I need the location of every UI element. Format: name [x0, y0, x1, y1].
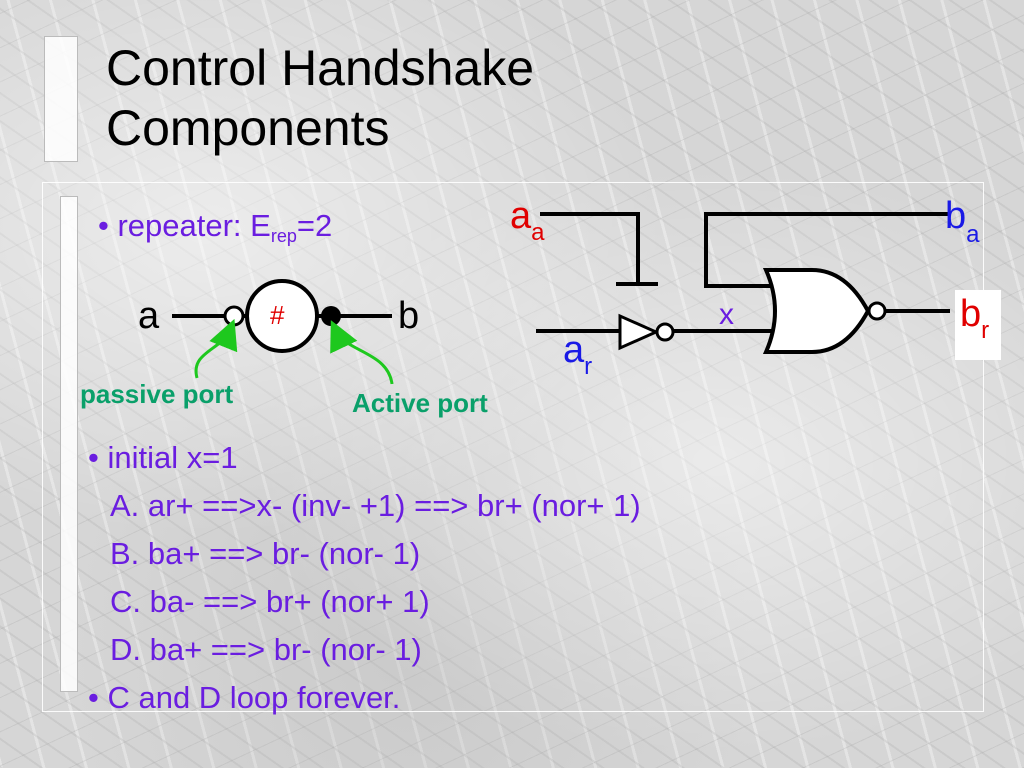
- ar-sub: r: [584, 353, 592, 380]
- ba-main: b: [945, 195, 966, 237]
- step-a: A. ar+ ==>x- (inv- +1) ==> br+ (nor+ 1): [110, 488, 641, 523]
- passive-port-label: passive port: [80, 379, 234, 409]
- aa-label: aa: [510, 195, 545, 246]
- repeater-suffix: =2: [296, 208, 333, 243]
- repeater-subscript: rep: [270, 226, 297, 246]
- br-main: b: [960, 293, 981, 335]
- repeater-symbol: a # b: [138, 279, 419, 353]
- nor-output-bubble: [867, 301, 887, 321]
- title-line-2: Components: [106, 100, 390, 156]
- nor-gate-body: [762, 268, 871, 354]
- active-port-arrow: [330, 320, 394, 385]
- passive-port-arrow: [194, 318, 238, 379]
- ba-label: ba: [945, 195, 980, 248]
- br-sub: r: [981, 317, 989, 344]
- handshake-circuit: [536, 212, 950, 354]
- inverter-triangle: [618, 313, 660, 351]
- content-decoration-bar: [60, 196, 78, 692]
- ar-main: a: [563, 329, 585, 371]
- loop-bullet: • C and D loop forever.: [88, 680, 401, 715]
- aa-main: a: [510, 195, 532, 237]
- repeater-b-label: b: [398, 295, 419, 337]
- active-port-dot: [321, 306, 341, 326]
- inverter-bubble: [655, 322, 675, 342]
- ar-label: ar: [563, 329, 592, 380]
- repeater-bullet: • repeater: Erep=2: [98, 208, 332, 254]
- repeater-prefix: • repeater: E: [98, 208, 271, 243]
- content-frame: [42, 182, 984, 712]
- x-label: x: [719, 298, 734, 331]
- ba-wire: [704, 212, 950, 288]
- repeater-a-label: a: [138, 295, 160, 337]
- br-label: br: [960, 293, 989, 344]
- initial-bullet: • initial x=1: [88, 440, 238, 475]
- passive-port-circle: [223, 305, 245, 327]
- slide-title: Control Handshake Components: [106, 38, 534, 158]
- title-decoration-bar: [44, 36, 78, 162]
- aa-wire: [540, 212, 640, 284]
- active-port-label: Active port: [352, 388, 488, 418]
- aa-sub: a: [531, 219, 545, 246]
- title-line-1: Control Handshake: [106, 40, 535, 96]
- repeater-hash-label: #: [270, 300, 285, 330]
- step-d: D. ba+ ==> br- (nor- 1): [110, 632, 422, 667]
- step-c: C. ba- ==> br+ (nor+ 1): [110, 584, 430, 619]
- ba-sub: a: [966, 221, 980, 248]
- br-label-background: [955, 290, 1001, 360]
- step-b: B. ba+ ==> br- (nor- 1): [110, 536, 421, 571]
